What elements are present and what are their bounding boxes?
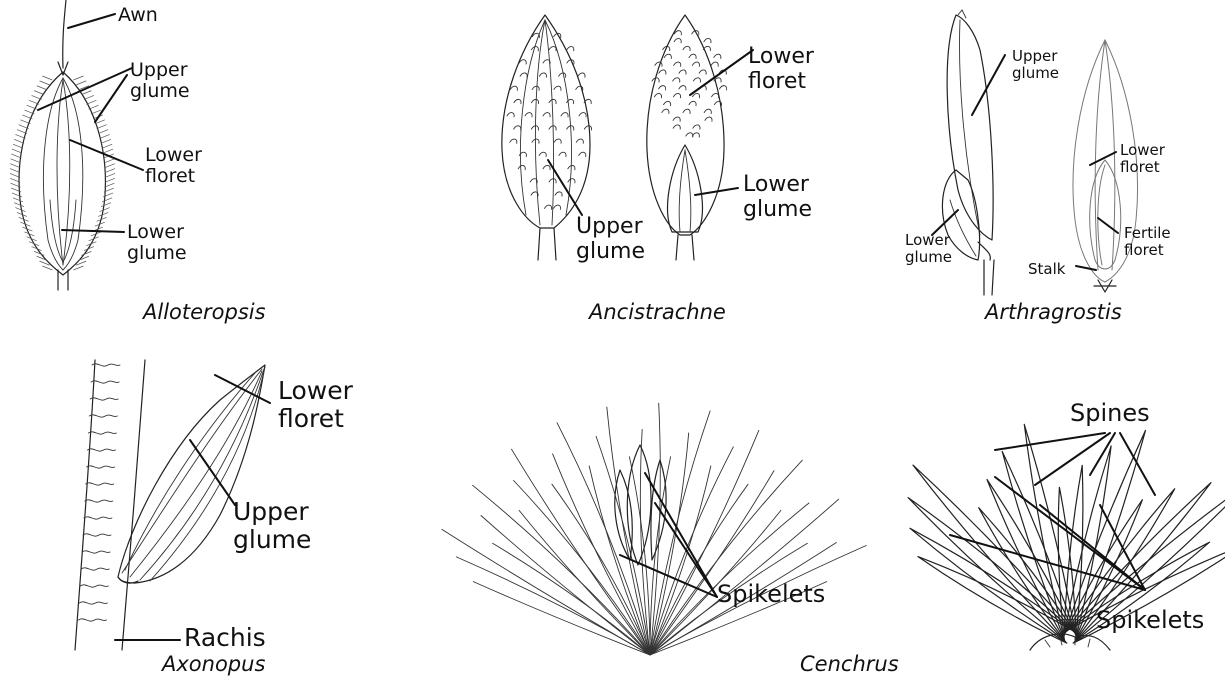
label-fertile-floret: Fertile floret [1124,225,1171,259]
caption-axonopus: Axonopus [162,652,265,676]
panel-ancistrachne: Lower floret Lower glume Upper glume [490,10,850,280]
label-lower-floret: Lower floret [1120,142,1165,176]
label-lower-floret: Lower floret [748,45,814,94]
label-lower-floret: Lower floret [278,377,353,433]
label-stalk: Stalk [1028,261,1065,278]
panel-alloteropsis: Awn Upper glume Lower floret Lower glume [0,0,240,290]
label-upper-glume: Upper glume [576,215,645,264]
caption-cenchrus: Cenchrus [800,652,899,676]
panel-cenchrus: Spikelets Spines Spikelets [490,375,1225,660]
label-upper-glume: Upper glume [233,498,311,554]
caption-alloteropsis: Alloteropsis [143,300,266,324]
label-upper-glume: Upper glume [130,60,190,103]
label-spikelets-right: Spikelets [1096,607,1204,634]
caption-arthragrostis: Arthragrostis [985,300,1122,324]
caption-ancistrachne: Ancistrachne [589,300,726,324]
label-rachis: Rachis [184,624,266,652]
panel-arthragrostis: Upper glume Lower floret Fertile floret … [900,10,1225,300]
label-spines: Spines [1070,400,1150,427]
panel-axonopus: Lower floret Upper glume Rachis [70,355,400,655]
label-lower-glume: Lower glume [743,173,812,222]
alloteropsis-drawing [0,0,240,290]
label-lower-glume: Lower glume [127,222,187,265]
label-upper-glume: Upper glume [1012,48,1059,82]
label-spikelets-left: Spikelets [717,581,825,608]
label-awn: Awn [118,5,158,26]
label-lower-floret: Lower floret [145,145,202,188]
label-lower-glume: Lower glume [905,232,952,266]
